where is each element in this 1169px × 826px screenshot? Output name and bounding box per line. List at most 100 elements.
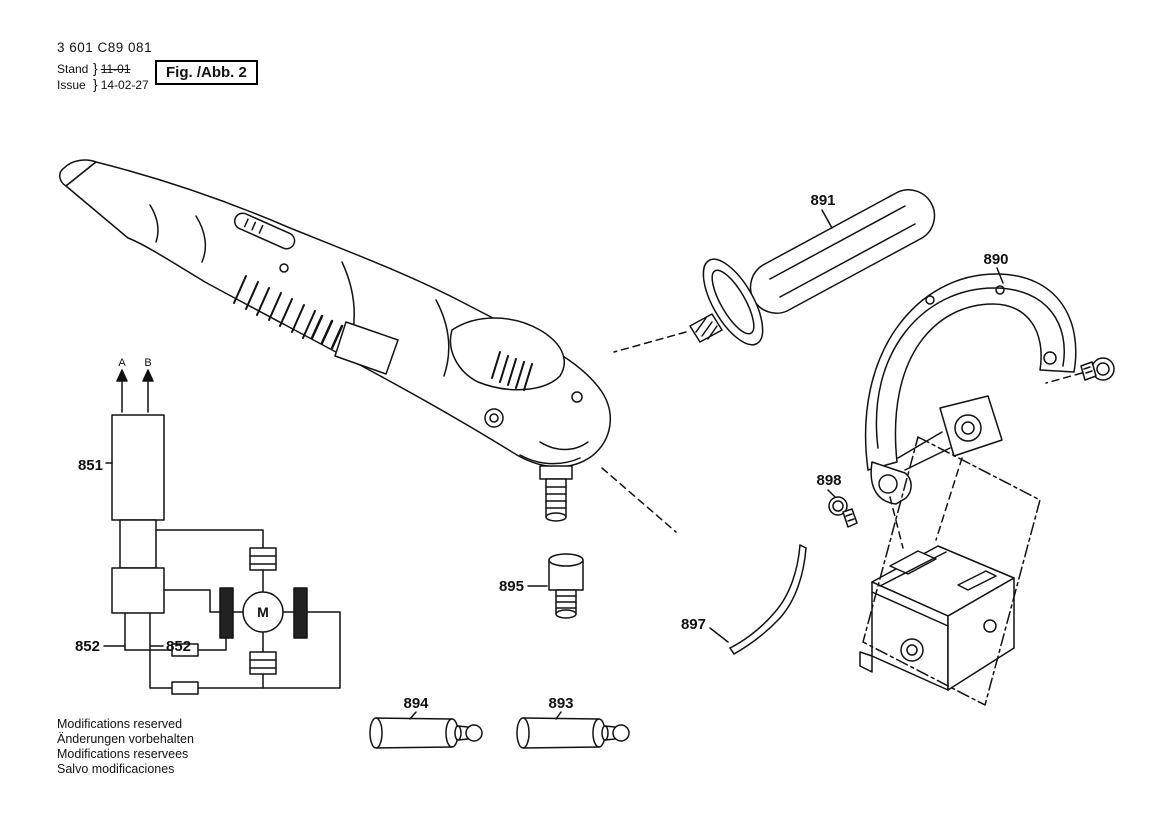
part-893-sleeve xyxy=(516,717,630,749)
clamp-knob-center xyxy=(961,421,975,435)
clamp-knob xyxy=(954,414,982,442)
clamp-lever-ribs xyxy=(491,351,533,391)
callout-891: 891 xyxy=(810,192,835,209)
nose-seams xyxy=(519,441,589,465)
callout-898: 898 xyxy=(816,472,841,489)
callout-851: 851 xyxy=(78,457,103,474)
battery-seam xyxy=(871,551,949,627)
footer-notice: Modifications reserved Änderungen vorbeh… xyxy=(57,717,194,777)
dashed-screw-to-guard xyxy=(1045,372,1083,384)
header: 3 601 C89 081 Stand}11-01 Issue}14-02-27 xyxy=(57,40,152,93)
module-lower-block xyxy=(111,567,165,614)
main-tool-body xyxy=(59,159,611,522)
head-boss xyxy=(484,408,504,428)
part-897-tube xyxy=(729,544,807,655)
handle-grip xyxy=(749,189,936,314)
head-screw xyxy=(571,391,583,403)
leader-890 xyxy=(996,267,1004,284)
callout-897: 897 xyxy=(681,616,706,633)
part-894-sleeve xyxy=(369,717,483,749)
switch-slider xyxy=(233,212,296,250)
callout-893: 893 xyxy=(548,695,573,712)
part-891-aux-handle xyxy=(689,189,936,346)
dashed-guard-to-battery-1 xyxy=(935,457,963,541)
module-connector xyxy=(119,519,157,569)
guard-links xyxy=(897,431,951,471)
leader-897 xyxy=(709,627,729,643)
part-895-adapter xyxy=(548,553,584,619)
suppressor-top xyxy=(249,547,277,571)
leader-894 xyxy=(409,711,417,720)
battery-button-center xyxy=(906,644,918,656)
brush-right xyxy=(293,587,308,639)
battery-top-detail xyxy=(957,570,997,591)
wire-brush-left xyxy=(163,589,221,613)
enclosure-boundary xyxy=(862,436,1041,706)
part-890-guard xyxy=(864,273,1077,505)
handle-grip-ribs xyxy=(769,205,916,298)
callout-leaders xyxy=(103,209,1004,720)
handle-flange xyxy=(702,258,764,346)
battery-latch xyxy=(889,550,937,575)
guard-boss-2 xyxy=(995,285,1005,295)
guard-boss-1 xyxy=(925,295,935,305)
issue-brace: } xyxy=(93,76,98,92)
leader-893 xyxy=(555,711,562,720)
revision-block: Stand}11-01 Issue}14-02-27 xyxy=(57,61,152,93)
wire-top xyxy=(155,529,264,549)
assembly-dashed-lines xyxy=(601,331,1083,549)
stand-brace: } xyxy=(93,60,98,76)
dashed-head-to-enclosure xyxy=(601,467,677,533)
terminal-a-label: A xyxy=(118,357,126,369)
vent-slits-upper xyxy=(233,275,316,339)
part-851-module xyxy=(111,414,165,521)
head-boss-center xyxy=(489,413,499,423)
wire-bottom xyxy=(149,611,341,689)
leader-898 xyxy=(827,489,836,498)
footer-line-fr: Modifications reservees xyxy=(57,747,189,761)
handle-flange-inner xyxy=(711,269,755,335)
callout-895: 895 xyxy=(499,578,524,595)
brush-left xyxy=(219,587,234,639)
revision-row-issue: Issue}14-02-27 xyxy=(57,77,152,93)
terminal-leads xyxy=(121,379,149,413)
battery-button xyxy=(900,638,924,662)
dashed-891-to-tool xyxy=(613,331,687,353)
new-date: 14-02-27 xyxy=(100,78,149,92)
terminal-b-label: B xyxy=(144,357,151,369)
guard-hook-hole xyxy=(878,474,898,494)
suppressor-bottom xyxy=(249,651,277,675)
footer-line-es: Salvo modificaciones xyxy=(57,762,175,776)
part-898-screw xyxy=(828,496,858,528)
stand-label: Stand xyxy=(57,62,89,76)
document-part-number: 3 601 C89 081 xyxy=(57,40,153,55)
battery-pack xyxy=(859,545,1015,691)
battery-side-hole xyxy=(983,619,997,633)
clamp-lever xyxy=(449,317,565,391)
issue-label: Issue xyxy=(57,78,86,92)
terminal-b-arrow xyxy=(142,369,154,382)
callout-852-left: 852 xyxy=(75,638,100,655)
guard-outline xyxy=(864,273,1077,471)
guard-end-hole xyxy=(1043,351,1057,365)
vent-slits-lower xyxy=(310,314,354,355)
terminal-a-arrow xyxy=(116,369,128,382)
dashed-guard-to-battery-2 xyxy=(889,496,904,549)
label-plate xyxy=(334,321,399,375)
callout-890: 890 xyxy=(983,251,1008,268)
revision-row-stand: Stand}11-01 xyxy=(57,61,152,77)
figure-label-box: Fig. /Abb. 2 xyxy=(155,60,258,85)
guard-screw xyxy=(1080,357,1115,381)
old-date: 11-01 xyxy=(100,62,131,76)
tool-silhouette xyxy=(65,161,611,468)
guard-inner-rib xyxy=(875,287,1065,449)
wiring-schematic xyxy=(111,369,341,695)
housing-screw xyxy=(279,263,289,273)
wire-left xyxy=(124,612,227,651)
spindle xyxy=(539,465,573,522)
housing-seams xyxy=(149,204,450,377)
footer-line-en: Modifications reserved xyxy=(57,717,183,731)
battery-foot xyxy=(859,651,873,673)
leader-891 xyxy=(821,209,833,229)
callout-894: 894 xyxy=(403,695,429,712)
